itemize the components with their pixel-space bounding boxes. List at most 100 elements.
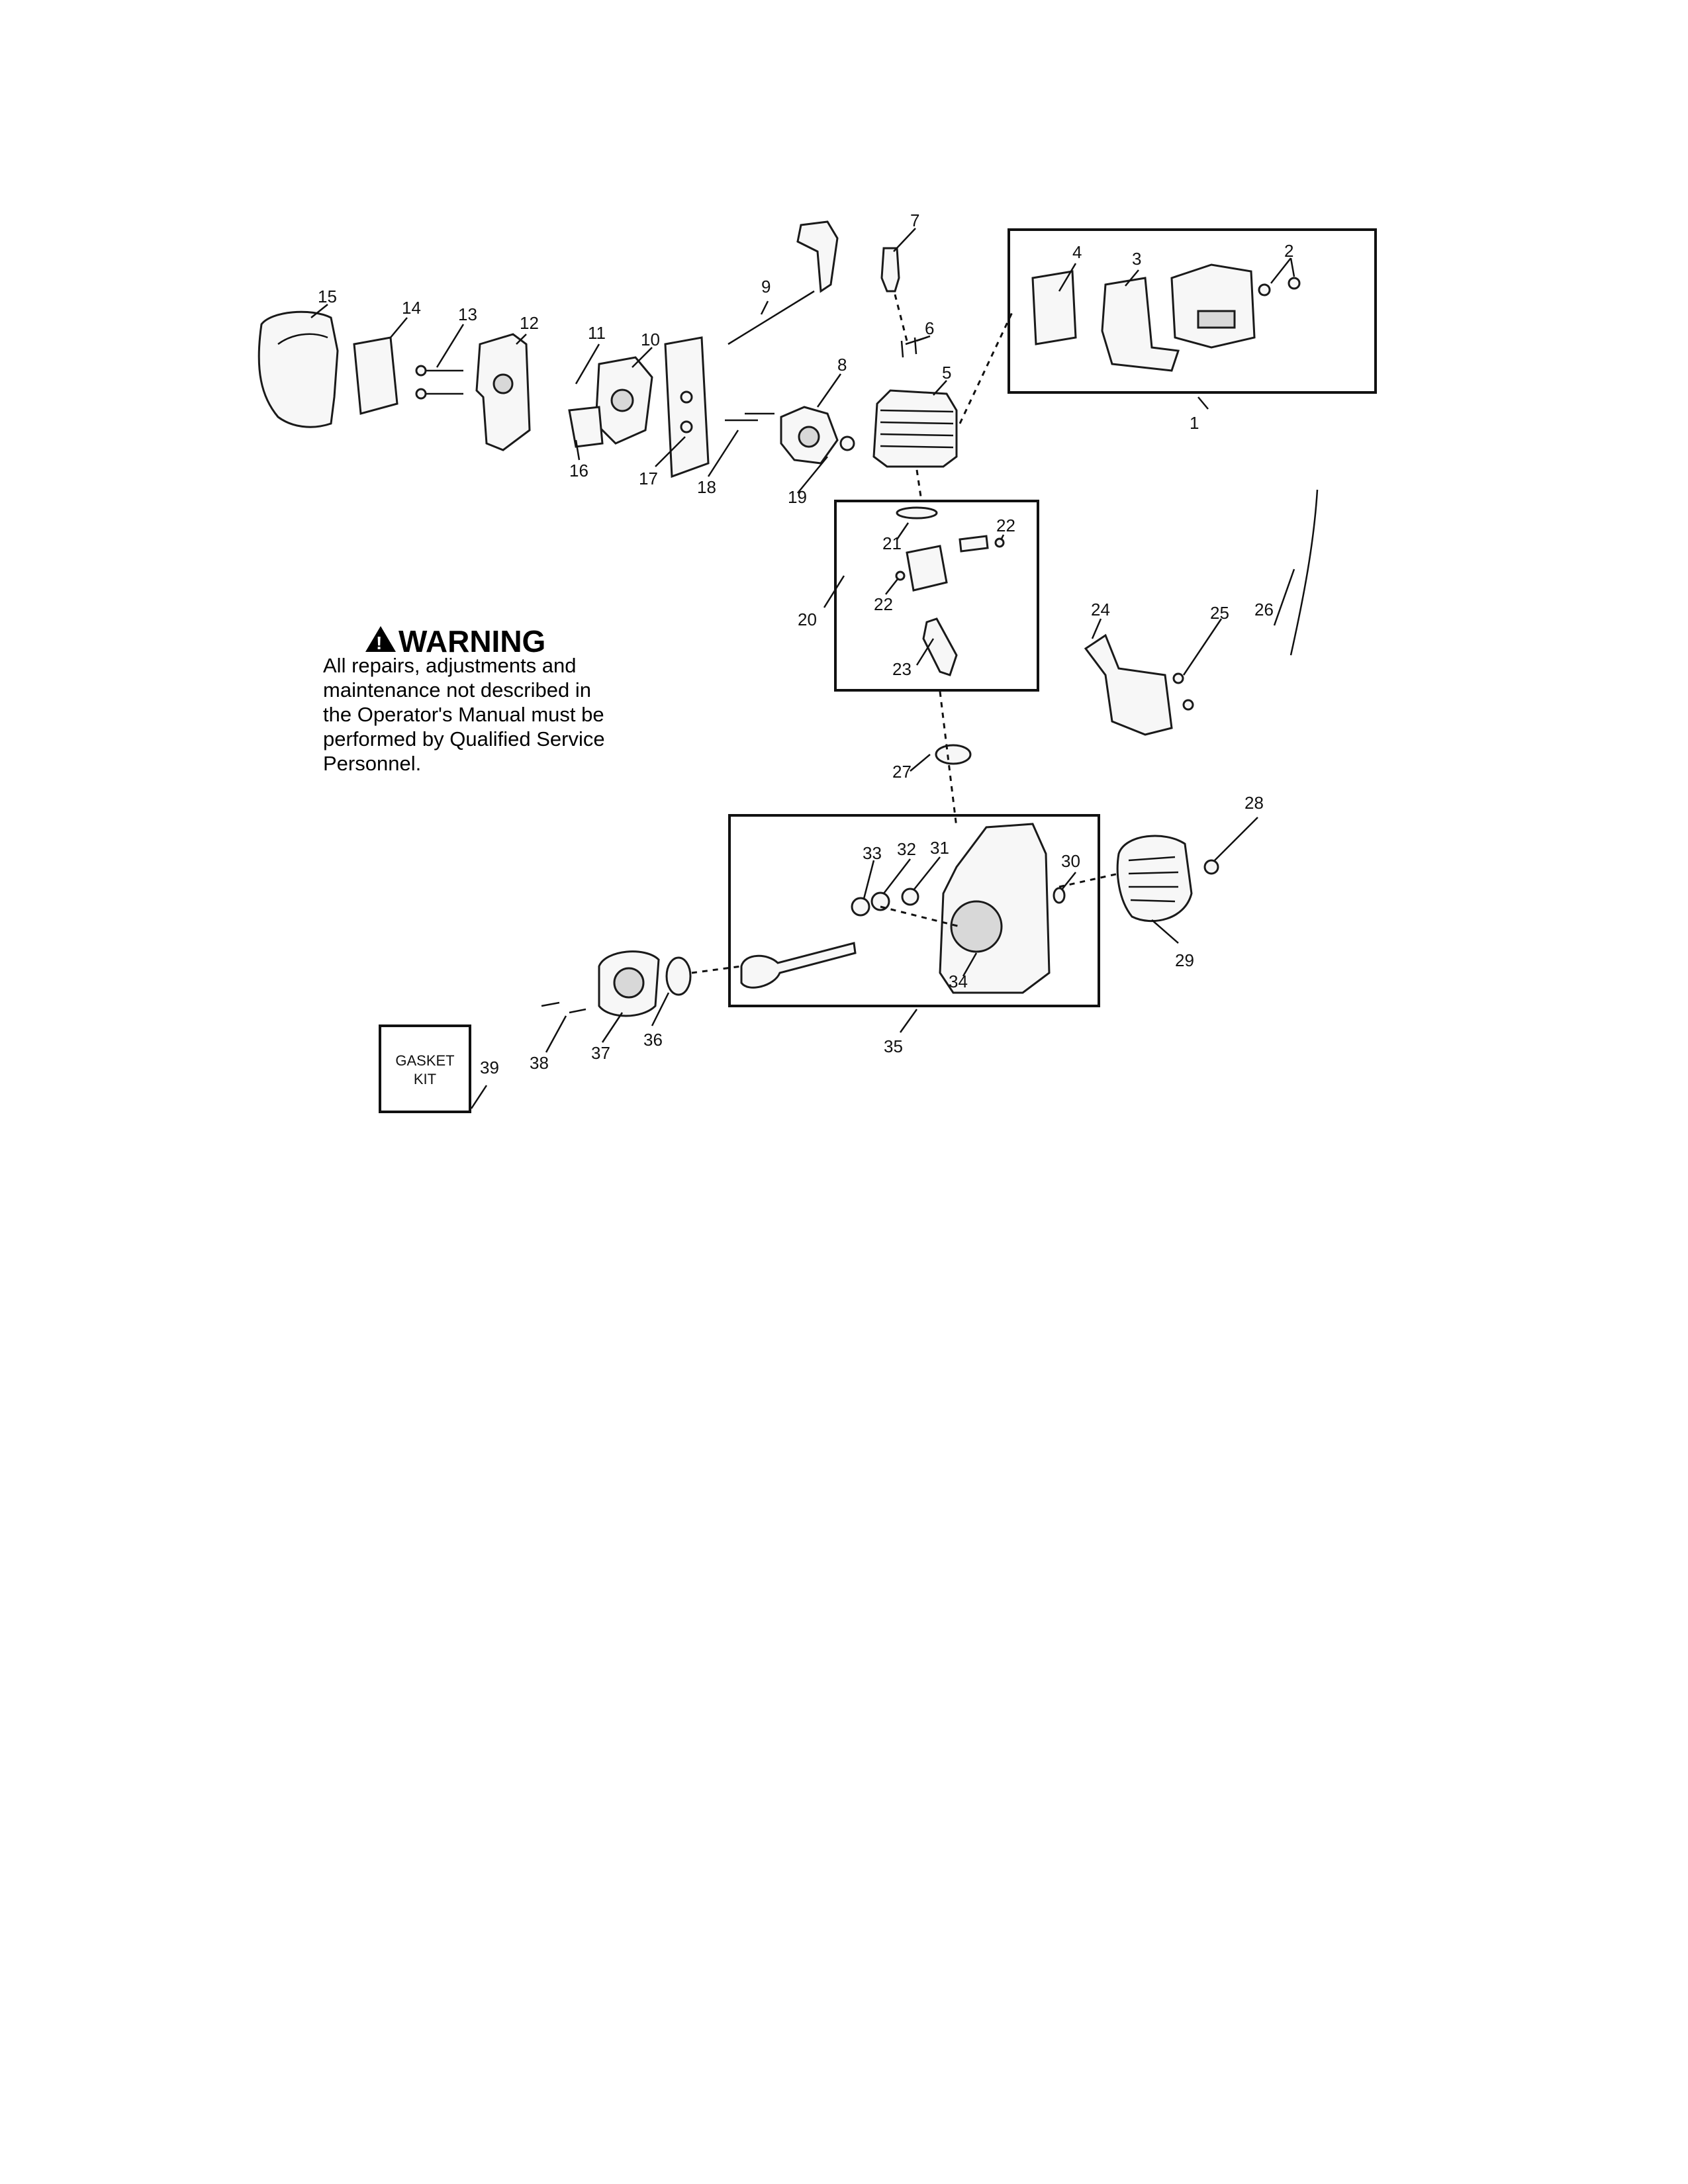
callout-24: 24 [1091, 600, 1110, 619]
callout-6: 6 [925, 318, 934, 338]
insulator-gasket-part [664, 336, 710, 478]
callout-32: 32 [897, 839, 916, 859]
callout-20: 20 [798, 610, 817, 629]
bolts-13-part [415, 365, 463, 400]
connecting-rod-part [922, 617, 958, 676]
bearing-31-part [901, 887, 919, 906]
throttle-bracket-part [796, 220, 839, 293]
carb-plate-part [568, 406, 604, 448]
callout-23: 23 [892, 659, 912, 679]
callout-2: 2 [1284, 241, 1293, 261]
warning-line-3: the Operator's Manual must be [323, 703, 604, 726]
callout-16: 16 [569, 461, 588, 480]
pin-retainer-left-part [895, 570, 906, 581]
callout-5: 5 [942, 363, 951, 383]
callout-21: 21 [882, 533, 902, 553]
muffler-assembly-box [1008, 228, 1377, 394]
flywheel-nut-part [1203, 859, 1219, 875]
callout-11: 11 [588, 323, 606, 343]
piston-part [906, 545, 948, 592]
cylinder-part [872, 389, 958, 468]
muffler-bracket-3-part [1101, 277, 1180, 372]
gasket-kit-label-2: KIT [414, 1071, 436, 1087]
callout-15: 15 [318, 287, 337, 306]
crankcase-assembly-box [728, 814, 1100, 1007]
callout-33: 33 [863, 843, 882, 863]
seal-33-part [851, 897, 870, 917]
callout-28: 28 [1244, 793, 1264, 813]
leader-lines [310, 228, 1295, 1109]
alignment-line-cylinder-piston [915, 469, 923, 502]
callout-9: 9 [761, 277, 771, 296]
callout-7: 7 [910, 210, 919, 230]
muffler-screws-2-part [1258, 277, 1301, 296]
gasket-kit-box [379, 1024, 471, 1113]
bearing-32-part [870, 891, 890, 911]
callout-22-right: 22 [996, 516, 1015, 535]
callout-19: 19 [788, 487, 807, 507]
warning-title: WARNING [399, 624, 545, 659]
piston-pin-part [959, 535, 989, 553]
callout-29: 29 [1175, 950, 1194, 970]
flywheel-part [1116, 835, 1193, 922]
seal-30-part [1053, 887, 1066, 904]
callout-34: 34 [949, 972, 968, 991]
callout-13: 13 [458, 304, 477, 324]
cover-gasket-part [665, 956, 692, 996]
svg-text:!: ! [376, 633, 382, 653]
muffler-plate-4-part [1031, 270, 1077, 345]
clamp-19-part [839, 435, 855, 451]
callout-26: 26 [1254, 600, 1274, 619]
callout-30: 30 [1061, 851, 1080, 871]
pin-retainer-right-part [994, 537, 1005, 548]
callout-18: 18 [697, 477, 716, 497]
warning-line-1: All repairs, adjustments and [323, 654, 577, 677]
air-filter-cover-part [258, 310, 339, 428]
callout-25: 25 [1210, 603, 1229, 623]
callout-36: 36 [643, 1030, 663, 1050]
warning-triangle-icon: ! [365, 626, 396, 653]
callout-4: 4 [1072, 242, 1082, 262]
cover-screws-part [541, 1001, 586, 1014]
warning-notice: ! WARNING All repairs, adjustments and m… [323, 624, 605, 775]
gasket-kit-label-1: GASKET [395, 1052, 454, 1069]
warning-line-5: Personnel. [323, 752, 421, 775]
muffler-body-part [1170, 263, 1256, 349]
ignition-module-part [1084, 633, 1173, 736]
module-screws-part [1172, 672, 1194, 711]
alignment-line-cover [691, 965, 742, 974]
ignition-lead-part [1289, 489, 1319, 656]
alignment-line-piston-crankcase [939, 691, 958, 828]
callout-17: 17 [639, 469, 658, 488]
air-filter-part [353, 336, 399, 415]
callout-labels: 1 2 3 4 5 6 7 8 9 10 11 12 13 14 15 16 1… [318, 210, 1293, 1073]
cylinder-gasket-part [935, 744, 972, 765]
piston-assembly-box [834, 500, 1039, 692]
gasket-kit-number: 39 [480, 1058, 499, 1077]
alignment-line-crankshaft [880, 905, 961, 928]
callout-8: 8 [837, 355, 847, 375]
screws-18-part [725, 412, 774, 422]
spark-plug-part [880, 247, 900, 293]
callout-27: 27 [892, 762, 912, 782]
callout-31: 31 [930, 838, 949, 858]
alignment-line-spark [894, 294, 908, 341]
callout-12: 12 [520, 313, 539, 333]
crankshaft-part [740, 942, 857, 989]
callout-3: 3 [1132, 249, 1141, 269]
callout-37: 37 [591, 1043, 610, 1063]
callout-14: 14 [402, 298, 421, 318]
warning-line-2: maintenance not described in [323, 678, 591, 702]
callout-1: 1 [1190, 413, 1199, 433]
callout-38: 38 [530, 1053, 549, 1073]
cylinder-bolts-part [900, 337, 917, 358]
piston-ring-part [896, 506, 938, 520]
callout-10: 10 [641, 330, 660, 349]
alignment-line-flywheel [1058, 872, 1119, 888]
callout-22-left: 22 [874, 594, 893, 614]
warning-line-4: performed by Qualified Service [323, 727, 605, 751]
alignment-line-cylinder-muffler [959, 310, 1014, 424]
throttle-rod-part [727, 290, 815, 345]
callout-35: 35 [884, 1036, 903, 1056]
